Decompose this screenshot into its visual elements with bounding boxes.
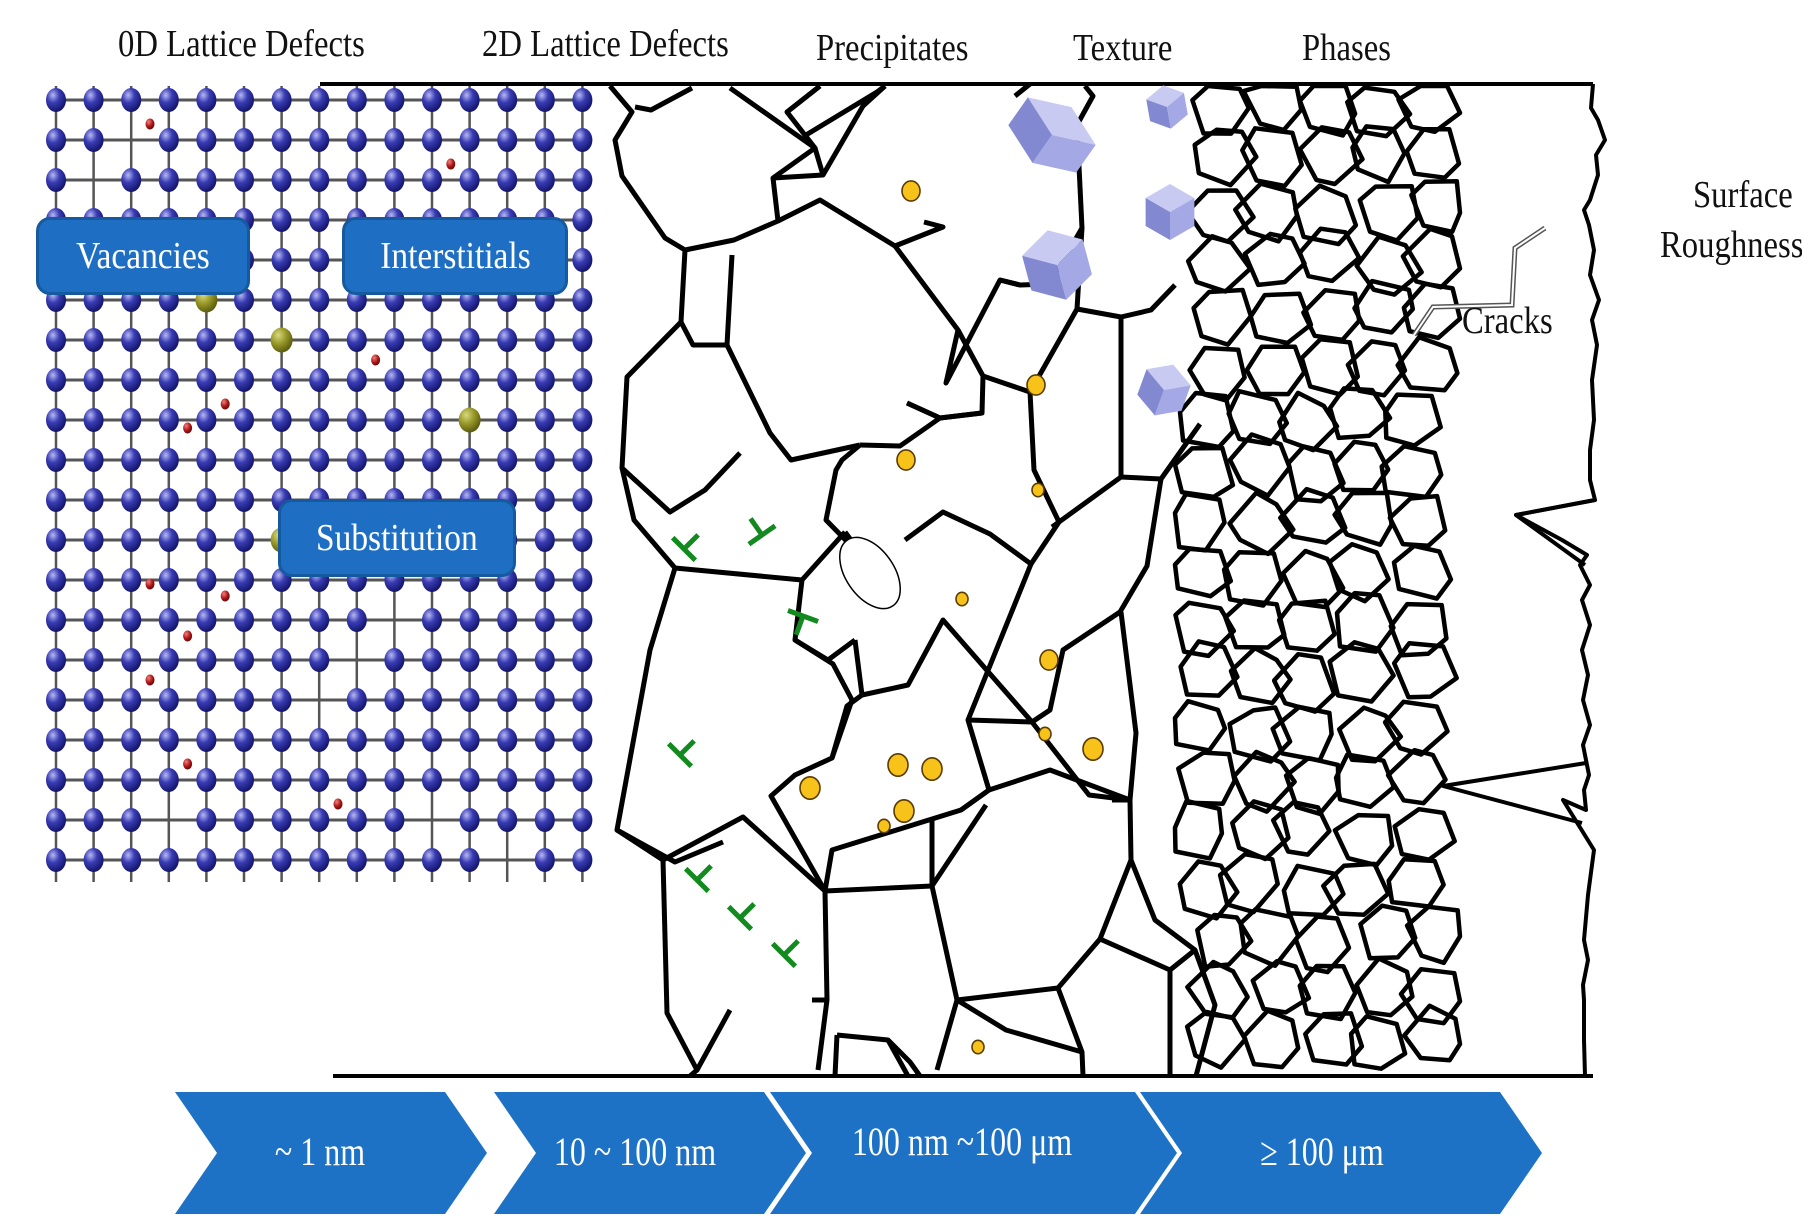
surface-roughness-profile xyxy=(1441,83,1607,1077)
texture-cubes xyxy=(1008,85,1195,416)
surface-roughness-label: Surface Roughness xyxy=(1660,170,1802,270)
interstitial-atoms xyxy=(145,118,456,810)
vacancies-label-box: Vacancies xyxy=(36,217,250,295)
header-2d-lattice-defects: 2D Lattice Defects xyxy=(482,23,729,65)
interstitials-label-box: Interstitials xyxy=(342,217,568,295)
header-0d-lattice-defects: 0D Lattice Defects xyxy=(118,23,365,65)
header-precipitates: Precipitates xyxy=(816,27,969,69)
dislocations xyxy=(666,517,819,969)
vacancies-label: Vacancies xyxy=(76,235,210,277)
twin-boundary-ellipse xyxy=(839,536,901,610)
scale-label-ge-100um: ≥ 100 μm xyxy=(1260,1129,1384,1174)
precipitates xyxy=(799,180,1104,1055)
scale-chevrons xyxy=(175,1092,1542,1214)
surface-roughness-line-2: Roughness xyxy=(1660,224,1802,266)
cracks-label: Cracks xyxy=(1462,300,1553,342)
scale-label-10-100nm: 10 ~ 100 nm xyxy=(553,1129,717,1174)
interstitials-label: Interstitials xyxy=(379,235,531,277)
substitution-label-box: Substitution xyxy=(278,499,516,577)
crack xyxy=(1411,225,1547,337)
specimen-frame xyxy=(320,82,1593,1078)
lattice-bonds xyxy=(54,86,584,882)
header-texture: Texture xyxy=(1073,27,1173,69)
surface-roughness-line-1: Surface xyxy=(1693,174,1793,216)
grain-boundaries-fine xyxy=(1172,83,1463,1071)
scale-label-1nm: ~ 1 nm xyxy=(274,1129,366,1174)
header-phases: Phases xyxy=(1302,27,1391,69)
substitution-label: Substitution xyxy=(316,517,478,559)
grain-boundaries-large xyxy=(608,82,1218,1078)
scale-label-100nm-100um: 100 nm ~100 μm xyxy=(851,1119,1073,1164)
